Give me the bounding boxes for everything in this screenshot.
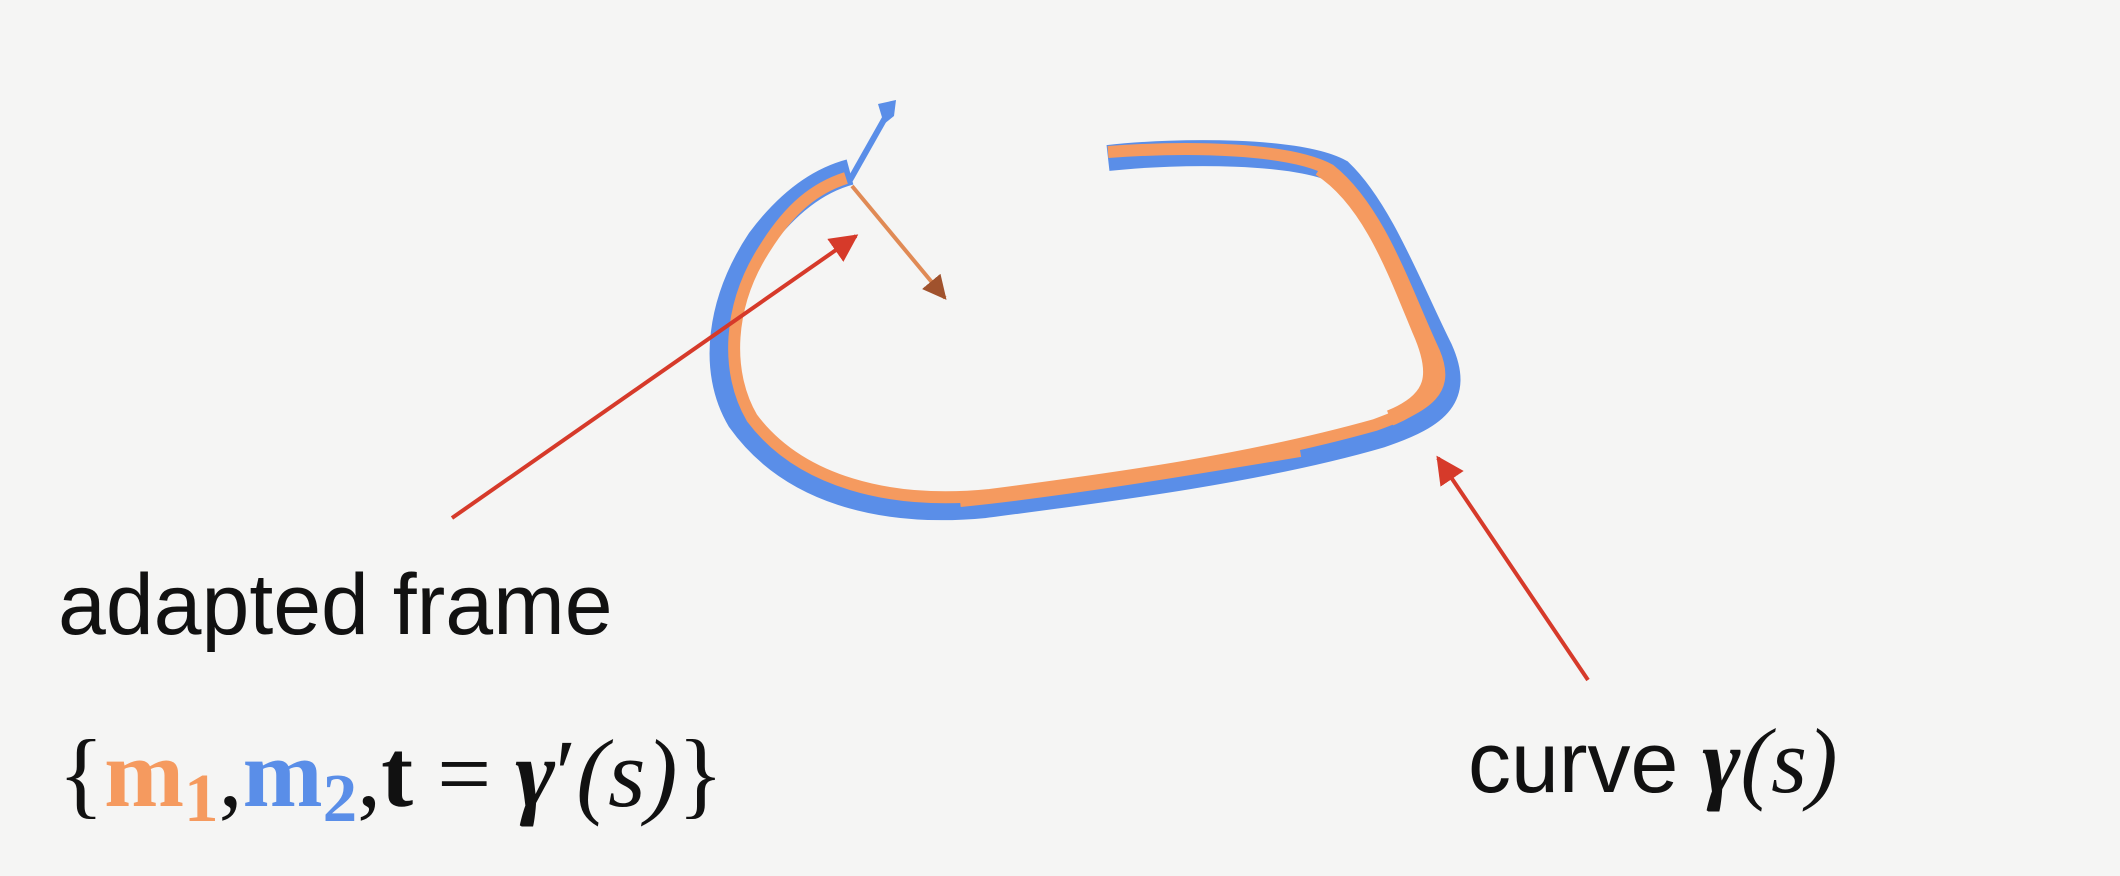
curve-label: curve γ(s)	[1468, 708, 1838, 814]
curve-s-arg: (s)	[1740, 710, 1838, 812]
adapted-frame-label: adapted frame	[58, 557, 613, 653]
ribbon-orange-bottom	[959, 443, 1302, 507]
formula-comma-2: ,	[357, 720, 382, 827]
formula-equals: =	[413, 720, 516, 827]
ribbon-curve	[709, 140, 1461, 521]
formula-prime: ′	[555, 720, 577, 827]
frame-vectors	[847, 100, 947, 300]
m1-vector	[850, 184, 947, 300]
formula-comma-1: ,	[218, 720, 243, 827]
m2-vector-tip	[878, 100, 896, 124]
formula-m2: m2	[242, 720, 358, 837]
formula-gamma: γ	[515, 720, 556, 827]
ribbon-blue-side	[709, 140, 1461, 521]
formula-close-brace: }	[677, 720, 724, 827]
curve-pointer-arrow	[1436, 455, 1590, 682]
frame-pointer-arrow	[450, 234, 859, 520]
formula-m1: m1	[104, 720, 219, 837]
formula-t: t	[381, 720, 414, 827]
frame-formula: {m1,m2,t = γ′(s)}	[58, 718, 724, 838]
curve-gamma: γ	[1702, 710, 1741, 812]
formula-s-arg: (s)	[576, 720, 678, 827]
m2-vector	[847, 116, 888, 182]
formula-open-brace: {	[58, 720, 105, 827]
curve-word: curve	[1468, 715, 1679, 811]
ribbon-orange-front	[1315, 161, 1440, 426]
